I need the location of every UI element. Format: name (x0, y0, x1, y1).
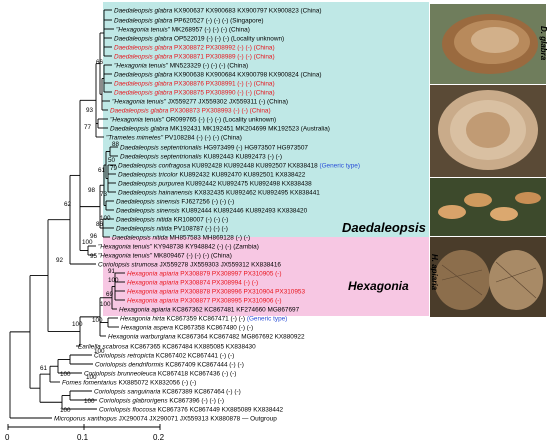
taxon-label: Daedaleopsis glabra PX308876 PX308991 (-… (114, 80, 275, 87)
support-value: 91 (108, 268, 116, 275)
scale-bar (7, 424, 161, 430)
taxon-label: Hexagonia apiaria PX308878 PX308996 PX31… (127, 288, 305, 295)
taxon-label: "Hexagonia tenuis" OR099765 (-) (-) (-) … (110, 116, 276, 123)
support-value: 69 (106, 291, 114, 298)
taxon-label: Coriolopsis dendriformis KC867409 KC8674… (95, 361, 244, 368)
photo-d-glabra-pores (430, 85, 546, 177)
support-value: 73 (100, 191, 108, 198)
support-value: 88 (112, 141, 120, 148)
taxon-label: Coriolopsis retropicta KC867402 KC867441… (94, 352, 234, 359)
taxon-label: Daedaleopsis glabra KX900637 KX900683 KX… (114, 7, 322, 14)
photo-label-d-glabra: D. glabra (539, 26, 548, 61)
taxon-label: Coriolopsis glabrorigens KC867396 (-) (-… (99, 397, 224, 404)
taxon-label: "Trametes mimetes" PV108284 (-) (-) (-) … (106, 134, 242, 141)
taxon-label: Daedaleopsis glabra PX308873 PX308993 (-… (110, 107, 271, 114)
taxon-label: Daedaleopsis purpurea KU892442 KU892475 … (118, 180, 312, 187)
taxon-label: Coriolopsis floccosa KC867376 KC867449 K… (99, 406, 283, 413)
support-value: 100 (60, 371, 71, 378)
taxon-label: Microporus xanthopus JX290074 JX290071 J… (54, 415, 277, 422)
support-value: 100 (60, 407, 71, 414)
photo-d-glabra-top (430, 4, 546, 84)
support-value: 79 (110, 165, 118, 172)
scale-tick-0-1: 0.1 (77, 433, 89, 442)
photo-d-glabra-cluster (430, 178, 546, 236)
support-value: 62 (64, 201, 72, 208)
taxon-label: Daedaleopsis glabra KX900638 KX900684 KX… (114, 71, 322, 78)
taxon-label: Earliella scabrosa KC867365 KC867484 KX8… (78, 343, 256, 350)
taxon-label: Daedaleopsis glabra PP620527 (-) (-) (-)… (114, 17, 264, 24)
support-value: 61 (98, 167, 106, 174)
taxon-label: Hexagonia apiaria PX308879 PX308997 PX31… (127, 270, 282, 277)
taxon-label: Daedaleopsis glabra MK192431 MK192451 MK… (110, 125, 330, 132)
support-value: 92 (56, 257, 64, 264)
taxon-label: "Hexagonia tenuis" JX559277 JX559302 JX5… (112, 98, 288, 105)
support-value: 98 (88, 187, 96, 194)
support-value: 66 (96, 59, 104, 66)
taxon-label: Daedaleopsis hainanensis KX832435 KU8924… (118, 189, 320, 196)
daedaleopsis-clade-box (103, 2, 429, 266)
support-value: 95 (90, 253, 98, 260)
taxon-label: Daedaleopsis nitida MH857583 MH869128 (-… (112, 234, 250, 241)
support-value: 100 (100, 215, 111, 222)
taxon-label: Daedaleopsis nitida KR108007 (-) (-) (-) (116, 216, 228, 223)
support-value: 61 (40, 365, 48, 372)
support-value: 100 (94, 348, 105, 355)
taxon-label: Hexagonia aspera KC867358 KC867480 (-) (… (121, 324, 253, 331)
taxon-label: "Hexagonia tenuis" MK809467 (-) (-) (-) … (98, 252, 232, 259)
support-value: 100 (82, 239, 93, 246)
clade-label-daedaleopsis: Daedaleopsis (342, 220, 426, 235)
taxon-labels: Daedaleopsis glabra KX900637 KX900683 KX… (54, 7, 360, 422)
support-value: 100 (100, 301, 111, 308)
taxon-label: Daedaleopsis glabra OP522019 (-) (-) (-)… (114, 35, 284, 42)
support-value: 100 (108, 277, 119, 284)
taxon-label: Hexagonia apiaria KC867362 KC867481 KF27… (119, 306, 300, 313)
support-value: 77 (84, 124, 92, 131)
taxon-label: Daedaleopsis glabra PX308872 PX308992 (-… (114, 44, 275, 51)
support-value: 100 (86, 374, 97, 381)
taxon-label: Hexagonia hirta KC867359 KC867471 (-) (-… (120, 315, 287, 322)
taxon-label: Daedaleopsis nitida PV108787 (-) (-) (-) (116, 225, 228, 232)
taxon-label: Daedaleopsis septentrionalis KU892443 KU… (120, 153, 282, 160)
taxon-label: Daedaleopsis confragosa KU892428 KU89244… (118, 162, 360, 169)
support-value: 86 (96, 221, 104, 228)
support-value: 96 (90, 233, 98, 240)
support-value: 100 (92, 317, 103, 324)
photo-label-h-apiaria: H. apiaria (430, 254, 439, 291)
scale-tick-0-2: 0.2 (153, 433, 165, 442)
clade-label-hexagonia: Hexagonia (348, 279, 409, 293)
taxon-label: Daedaleopsis sinensis KU892444 KU892446 … (116, 207, 308, 214)
support-value: 93 (86, 107, 94, 114)
taxon-label: "Hexagonia tenuis" MN523329 (-) (-) (-) … (114, 62, 248, 69)
taxon-label: Daedaleopsis sinensis FJ627256 (-) (-) (… (116, 198, 234, 205)
taxon-label: Daedaleopsis glabra PX308871 PX308989 (-… (114, 53, 275, 60)
taxon-label: "Hexagonia tenuis" MK268957 (-) (-) (-) … (116, 26, 250, 33)
photo-h-apiaria (430, 237, 546, 317)
taxon-label: Daedaleopsis tricolor KU892432 KU892470 … (118, 171, 306, 178)
support-value: 100 (72, 321, 83, 328)
taxon-label: Daedaleopsis septentrionalis HG973499 (-… (120, 144, 308, 151)
hexagonia-clade-box (103, 237, 429, 316)
taxon-label: Hexagonia apiaria PX308877 PX308995 PX31… (127, 297, 282, 304)
support-values: 6693778850796198731008610062969592911006… (40, 59, 120, 414)
taxon-label: Hexagonia warburgiana KC867364 KC867482 … (108, 333, 305, 340)
taxon-label: Daedaleopsis glabra PX308875 PX308990 (-… (114, 89, 275, 96)
support-value: 50 (108, 157, 116, 164)
tree-branches (9, 9, 125, 419)
support-value: 100 (84, 398, 95, 405)
taxon-label: Coriolopsis strumosa JX559278 JX559303 J… (98, 261, 281, 268)
taxon-label: "Hexagonia tenuis" KY948738 KY948842 (-)… (98, 243, 259, 250)
taxon-label: Coriolopsis sanguinaria KC867389 KC86746… (94, 388, 241, 395)
scale-tick-0: 0 (5, 433, 10, 442)
taxon-label: Hexagonia apiaria PX308874 PX308994 (-) … (127, 279, 258, 286)
taxon-label: Coriolopsis brunneoleuca KC867418 KC8674… (84, 370, 236, 377)
taxon-label: Fomes fomentarius KX885072 KX832056 (-) … (62, 379, 196, 386)
